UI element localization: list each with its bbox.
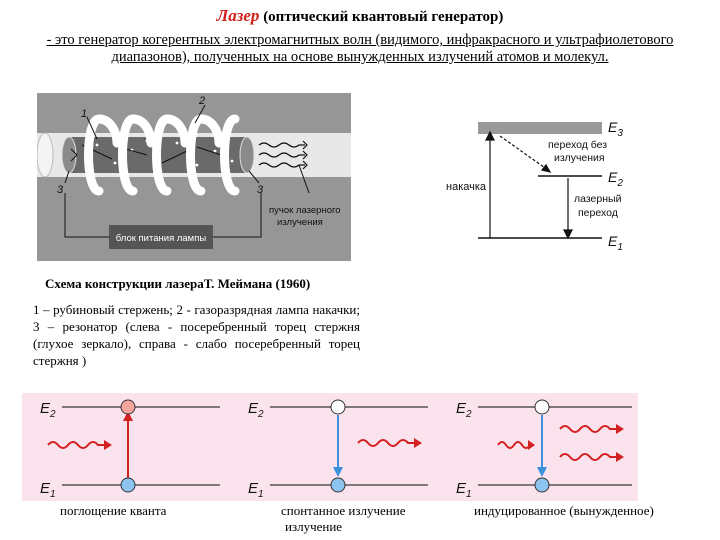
stimulated-label: индуцированное (вынужденное): [474, 503, 654, 518]
label-3-left: 3: [57, 184, 64, 196]
power-supply-block: [109, 225, 213, 249]
spontaneous-label-2: излучение: [285, 519, 343, 534]
tube-end: [37, 132, 54, 178]
spontaneous-label-1: спонтанное излучение: [281, 503, 406, 518]
title-main: Лазер: [216, 6, 260, 25]
transitions-strip: E2 E1 E2 E1 E2 E1: [22, 393, 638, 501]
label-pump: накачка: [446, 181, 487, 193]
scheme-legend: 1 – рубиновый стержень; 2 - газоразрядна…: [33, 302, 360, 368]
svg-text:E1: E1: [456, 480, 472, 500]
spontaneous-panel: E2 E1: [248, 399, 428, 500]
rod-mirror-left: [61, 136, 77, 174]
svg-text:E1: E1: [248, 480, 264, 500]
beam-label-line2: излучения: [277, 217, 323, 228]
laser-scheme-figure: блок питания лампы 1 2 3 3 пучок лазерно…: [37, 93, 351, 261]
label-2: 2: [198, 95, 205, 107]
label-e2: E2: [608, 169, 623, 189]
label-laser-2: переход: [578, 207, 618, 219]
beam-label-line1: пучок лазерного: [269, 205, 341, 216]
absorption-label: поглощение кванта: [60, 503, 167, 518]
page-title: Лазер (оптический квантовый генератор): [0, 6, 720, 26]
label-laser-1: лазерный: [574, 193, 622, 205]
absorption-panel: E2 E1: [40, 399, 220, 500]
label-e1: E1: [608, 233, 623, 253]
output-beam-waves: [258, 140, 308, 170]
scheme-caption: Схема конструкции лазераТ. Меймана (1960…: [45, 276, 311, 291]
title-suffix: (оптический квантовый генератор): [263, 9, 504, 25]
svg-text:E2: E2: [248, 400, 264, 420]
definition-text: - это генератор когерентных электромагни…: [46, 32, 674, 65]
svg-text:E2: E2: [40, 400, 56, 420]
pointer-lines: [64, 104, 310, 194]
svg-text:E1: E1: [40, 480, 56, 500]
label-1: 1: [81, 108, 87, 120]
power-supply-label: блок питания лампы: [116, 233, 207, 244]
svg-text:E2: E2: [456, 400, 472, 420]
transition-arrows: [485, 130, 573, 240]
label-nonrad-2: излучения: [554, 152, 605, 164]
power-wires: [64, 193, 262, 238]
label-3-right: 3: [257, 184, 264, 196]
energy-level-diagram: E3 E2 E1 накачка переход без излучения л…: [446, 119, 623, 253]
label-nonrad-1: переход без: [548, 139, 607, 151]
stimulated-panel: E2 E1: [456, 399, 632, 500]
level-e3-band: [478, 122, 602, 134]
rod-mirror-right: [239, 136, 255, 174]
label-e3: E3: [608, 119, 623, 139]
flash-lamp-coil: [84, 114, 240, 196]
